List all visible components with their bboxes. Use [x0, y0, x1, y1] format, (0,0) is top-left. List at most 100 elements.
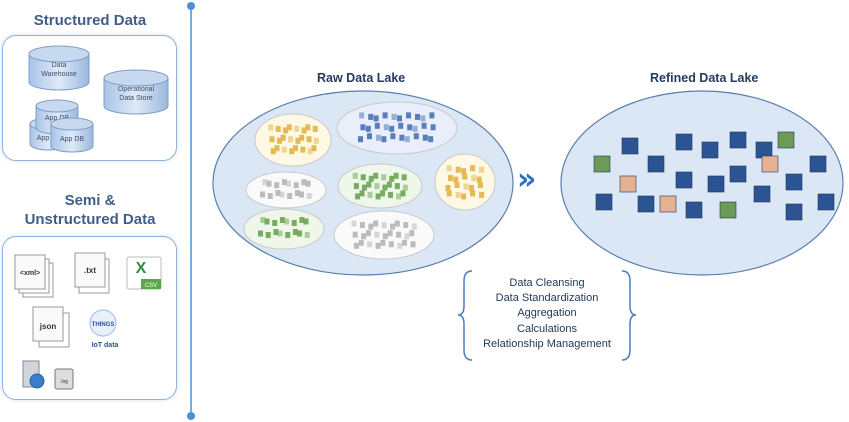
data-square: [266, 180, 272, 187]
refined-data-square: [729, 131, 747, 149]
data-square: [373, 172, 379, 179]
svg-text:Data Store: Data Store: [119, 95, 153, 102]
data-square: [295, 137, 301, 144]
data-square: [283, 127, 289, 134]
data-square: [383, 124, 389, 131]
data-square: [368, 175, 374, 182]
svg-text:json: json: [39, 322, 57, 331]
data-square: [404, 233, 410, 240]
data-square: [281, 146, 287, 153]
data-square: [410, 241, 416, 248]
data-square: [374, 231, 380, 238]
data-square: [352, 231, 358, 238]
data-square: [375, 242, 381, 249]
data-square: [394, 183, 400, 190]
data-square: [365, 125, 371, 132]
refined-data-square: [761, 155, 779, 173]
data-square: [381, 136, 387, 143]
data-square: [351, 220, 357, 227]
data-square: [299, 134, 305, 141]
semi-title-line2: Unstructured Data: [24, 211, 156, 228]
data-square: [299, 217, 305, 223]
data-square: [367, 191, 373, 198]
data-square: [380, 190, 385, 197]
data-square: [407, 124, 413, 131]
data-square: [390, 223, 396, 230]
data-square: [294, 125, 300, 132]
data-square: [367, 133, 372, 140]
refined-data-square: [785, 203, 803, 221]
svg-text:THINGS: THINGS: [92, 322, 115, 328]
data-square: [365, 230, 371, 237]
divider-bottom-dot: [187, 412, 195, 420]
blue-cluster: [336, 101, 458, 155]
gold-cluster-2: [434, 153, 496, 211]
transform-arrow-icon: »: [517, 162, 537, 197]
refined-data-square: [659, 195, 677, 213]
data-square: [415, 113, 420, 120]
refined-data-square: [647, 155, 665, 173]
server-globe-icon: [22, 360, 45, 389]
data-square: [376, 134, 381, 141]
data-square: [288, 136, 294, 143]
data-square: [297, 230, 302, 237]
data-square: [476, 176, 482, 183]
data-square: [265, 232, 271, 238]
data-square: [403, 222, 409, 229]
iot-data-icon: THINGS IoT data: [89, 309, 119, 349]
data-square: [284, 218, 289, 225]
data-square: [301, 179, 307, 186]
data-square: [367, 241, 373, 248]
step-calculations: Calculations: [517, 322, 577, 335]
data-warehouse-cylinder: Data Warehouse: [28, 45, 90, 91]
data-square: [275, 125, 281, 132]
data-square: [429, 112, 435, 119]
refined-data-lake: [560, 90, 844, 276]
data-square: [453, 176, 459, 183]
data-square: [374, 122, 380, 129]
svg-text:App DB: App DB: [45, 115, 69, 122]
refined-data-square: [753, 185, 771, 203]
data-square: [394, 220, 400, 227]
divider-line: [187, 2, 195, 420]
csv-file-icon: X CSV: [126, 256, 162, 290]
data-square: [396, 193, 402, 200]
data-square: [373, 220, 379, 227]
data-square: [353, 242, 359, 249]
data-square: [301, 127, 307, 134]
data-square: [267, 193, 273, 199]
data-square: [306, 193, 312, 199]
data-square: [262, 179, 268, 186]
refined-data-square: [595, 193, 613, 211]
data-square: [300, 146, 306, 153]
data-square: [352, 172, 358, 179]
data-square: [399, 134, 405, 141]
data-square: [479, 191, 485, 198]
refined-data-square: [637, 195, 655, 213]
data-square: [411, 223, 417, 230]
semi-structured-panel: <xml> .txt X CSV json THINGS IoT data: [2, 236, 177, 400]
svg-text:<xml>: <xml>: [20, 270, 40, 277]
data-square: [270, 148, 276, 155]
data-square: [264, 218, 270, 225]
data-square: [275, 190, 281, 196]
database-cylinders: Data Warehouse Operational Data Store Ap…: [28, 45, 169, 153]
gray-cluster-2: [333, 210, 435, 260]
svg-text:CSV: CSV: [145, 283, 157, 289]
data-square: [401, 174, 407, 181]
data-square: [292, 229, 298, 235]
data-square: [430, 124, 436, 131]
structured-data-panel: Data Warehouse Operational Data Store Ap…: [2, 35, 177, 161]
data-warehouse-label: Data: [52, 62, 67, 69]
data-square: [359, 222, 365, 229]
data-square: [260, 191, 265, 198]
data-square: [368, 223, 374, 230]
data-square: [461, 193, 467, 200]
refined-data-square: [707, 175, 725, 193]
data-square: [306, 136, 312, 143]
step-data-standardization: Data Standardization: [495, 292, 599, 305]
app-db-cylinders: App App DB App DB: [29, 99, 94, 153]
txt-file-icon: .txt: [74, 252, 110, 294]
svg-text:App: App: [37, 135, 50, 142]
refined-data-square: [729, 165, 747, 183]
